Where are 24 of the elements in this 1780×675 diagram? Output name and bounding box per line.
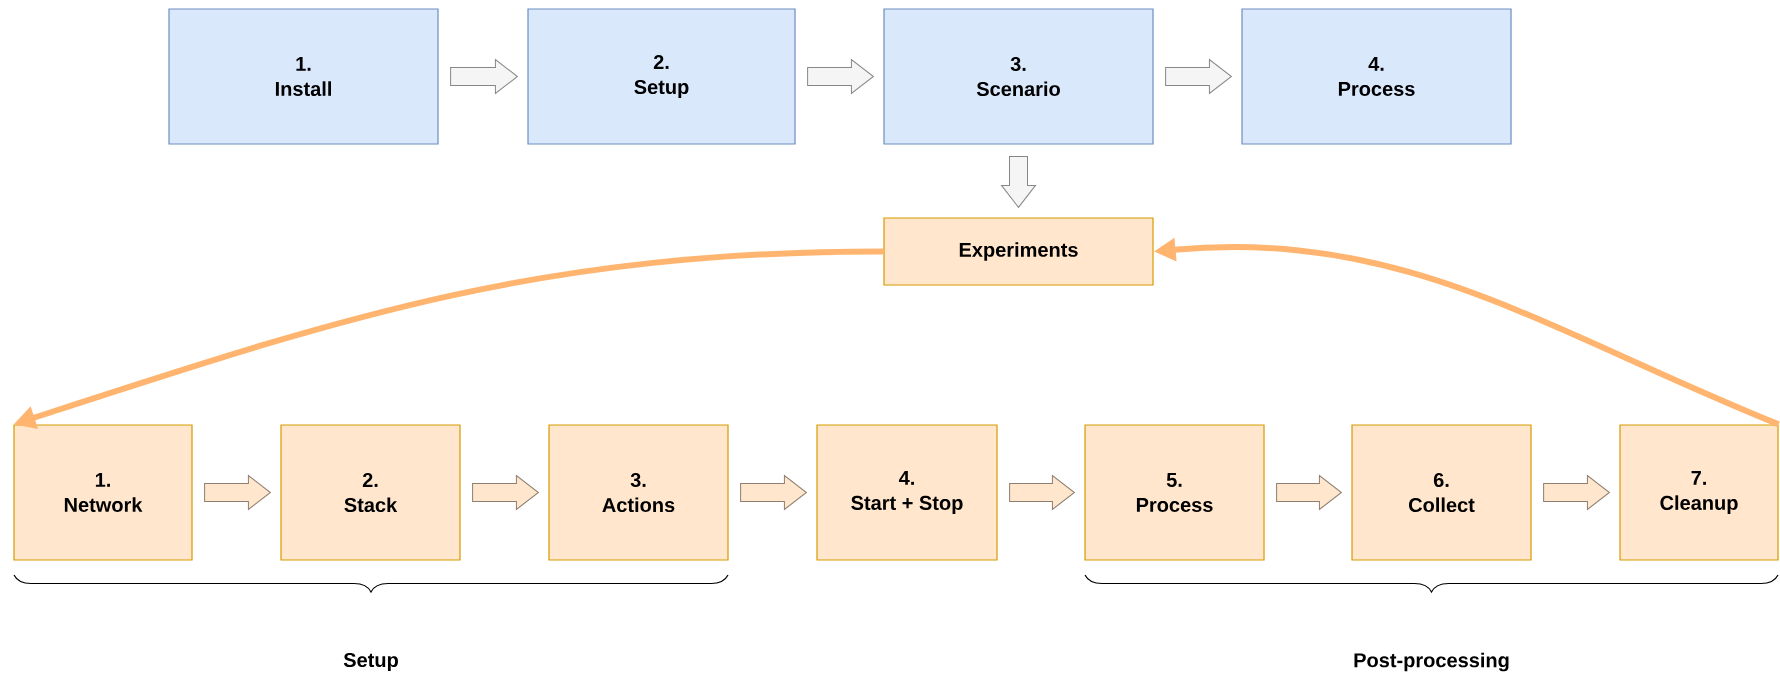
block-arrow: [1276, 475, 1342, 510]
process-box: 7. Cleanup: [1619, 424, 1779, 561]
block-arrow: [1543, 475, 1610, 510]
process-box: 2. Stack: [280, 424, 461, 561]
block-arrow: [204, 475, 271, 510]
process-box: 3. Scenario: [883, 8, 1154, 145]
block-arrow: [807, 59, 874, 94]
process-box: 5. Process: [1084, 424, 1265, 561]
experiments-box: Experiments: [883, 217, 1154, 286]
block-arrow: [1009, 475, 1075, 510]
group-label: Post-processing: [1354, 652, 1509, 672]
process-box: 1. Install: [168, 8, 439, 145]
process-box: 4. Start + Stop: [816, 424, 998, 561]
block-arrow: [450, 59, 518, 94]
process-box: 2. Setup: [527, 8, 796, 145]
process-box: 6. Collect: [1351, 424, 1532, 561]
block-arrow: [1165, 59, 1232, 94]
block-arrow: [1001, 156, 1036, 208]
block-arrow: [740, 475, 807, 510]
group-label: Setup: [343, 652, 398, 672]
process-box: 4. Process: [1241, 8, 1512, 145]
process-box: 3. Actions: [548, 424, 729, 561]
block-arrow: [472, 475, 539, 510]
process-box: 1. Network: [13, 424, 193, 561]
